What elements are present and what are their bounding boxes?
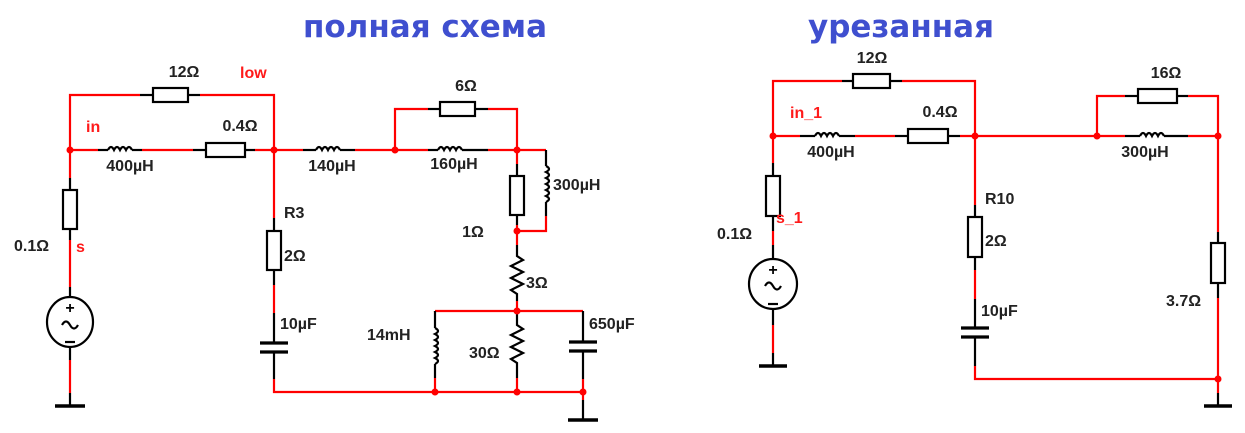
full-inductor-140uH[interactable] [274, 145, 395, 153]
reduced-resistor-3.7ohm[interactable] [1204, 136, 1232, 408]
reduced-resistor-r10[interactable] [966, 136, 984, 299]
full-label-0.1ohm: 0.1Ω [14, 238, 49, 255]
full-resistor-30ohm[interactable] [508, 311, 526, 392]
full-net-label-in: in [86, 119, 100, 136]
full-label-14mH: 14mH [367, 327, 411, 344]
full-label-3ohm: 3Ω [526, 275, 548, 292]
reduced-resistor-16ohm[interactable] [1095, 87, 1220, 136]
full-resistor-1ohm[interactable] [508, 150, 526, 231]
full-label-140uH: 140µH [308, 158, 355, 175]
full-inductor-400uH[interactable] [70, 145, 193, 153]
full-capacitor-10uF[interactable] [260, 313, 583, 394]
reduced-schematic: 12Ω in_1 400µH 0.4Ω 16Ω [717, 50, 1232, 408]
reduced-ac-source[interactable]: + [747, 257, 799, 368]
full-resistor-0.4ohm[interactable] [193, 141, 274, 159]
reduced-label-10uF: 10µF [981, 303, 1018, 320]
full-label-0.4ohm: 0.4Ω [222, 118, 257, 135]
reduced-label-0.4ohm: 0.4Ω [922, 104, 957, 121]
full-label-r3-name: R3 [284, 205, 305, 222]
reduced-label-400uH: 400µH [807, 144, 854, 161]
reduced-capacitor-10uF[interactable] [961, 299, 1218, 381]
plus-sign: + [768, 262, 777, 279]
full-schematic: 12Ω low in 400µH 0.4Ω 140µH [14, 64, 635, 422]
reduced-resistor-0.1ohm[interactable] [764, 136, 782, 259]
reduced-label-12ohm: 12Ω [857, 50, 888, 67]
full-schematic-title: полная схема [303, 9, 547, 45]
reduced-inductor-300uH[interactable] [1097, 131, 1218, 139]
plus-sign: + [65, 300, 74, 317]
reduced-schematic-title: урезанная [808, 9, 994, 45]
full-ac-source[interactable]: + [45, 295, 95, 408]
reduced-resistor-0.4ohm[interactable] [895, 127, 1097, 145]
full-resistor-12ohm[interactable] [68, 86, 276, 150]
full-label-30ohm: 30Ω [469, 345, 500, 362]
full-inductor-14mH[interactable] [432, 311, 440, 392]
full-resistor-r3[interactable] [265, 150, 283, 313]
full-inductor-160uH[interactable] [395, 145, 546, 153]
reduced-inductor-400uH[interactable] [773, 131, 895, 139]
sine-wave-icon [764, 281, 782, 291]
full-label-12ohm: 12Ω [169, 64, 200, 81]
full-net-label-s: s [76, 239, 85, 256]
reduced-resistor-12ohm[interactable] [771, 72, 977, 136]
reduced-net-label-in: in_1 [790, 105, 822, 122]
reduced-junctions [769, 132, 1222, 383]
full-resistor-6ohm[interactable] [393, 100, 519, 150]
reduced-label-300uH: 300µH [1121, 144, 1168, 161]
full-label-6ohm: 6Ω [455, 78, 477, 95]
full-label-160uH: 160µH [430, 156, 477, 173]
full-junctions [66, 146, 587, 396]
full-capacitor-650uF[interactable] [568, 311, 598, 422]
sine-wave-icon [61, 320, 79, 330]
full-label-1ohm: 1Ω [462, 224, 484, 241]
reduced-label-r10-value: 2Ω [985, 233, 1007, 250]
full-label-400uH: 400µH [106, 158, 153, 175]
full-label-300uH: 300µH [553, 177, 600, 194]
reduced-net-label-s: s_1 [776, 210, 803, 227]
full-resistor-3ohm[interactable] [508, 231, 526, 311]
reduced-label-16ohm: 16Ω [1151, 65, 1182, 82]
reduced-label-r10-name: R10 [985, 191, 1014, 208]
full-net-label-low: low [240, 65, 267, 82]
full-label-10uF: 10µF [280, 316, 317, 333]
full-label-650uF: 650µF [589, 316, 635, 333]
full-label-r3-value: 2Ω [284, 248, 306, 265]
full-inductor-300uH[interactable] [517, 150, 551, 233]
reduced-label-0.1ohm: 0.1Ω [717, 226, 752, 243]
reduced-label-3.7ohm: 3.7Ω [1166, 293, 1201, 310]
full-resistor-0.1ohm[interactable] [61, 150, 79, 298]
